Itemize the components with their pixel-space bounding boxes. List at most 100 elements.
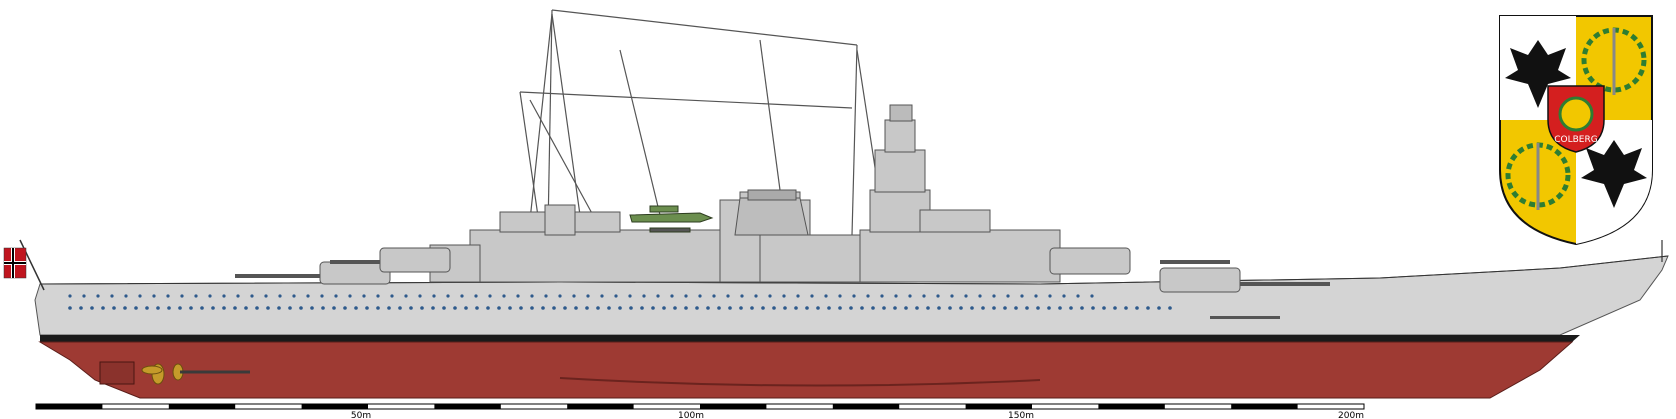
porthole [306,294,310,298]
turret-aft-2 [330,247,451,273]
porthole [728,306,732,310]
porthole [761,306,765,310]
porthole [334,294,338,298]
porthole [558,294,562,298]
porthole [662,306,666,310]
porthole [1036,306,1040,310]
scale-segment [965,404,1032,409]
porthole [418,294,422,298]
porthole [332,306,336,310]
porthole [1047,306,1051,310]
porthole [387,306,391,310]
eagle-icon [1505,40,1571,108]
porthole [348,294,352,298]
porthole [805,306,809,310]
porthole [880,294,884,298]
porthole [124,294,128,298]
porthole [964,294,968,298]
porthole [390,294,394,298]
porthole [1006,294,1010,298]
porthole [90,306,94,310]
porthole [607,306,611,310]
porthole [1102,306,1106,310]
porthole [684,294,688,298]
porthole [404,294,408,298]
porthole [1025,306,1029,310]
scale-segment [301,404,368,409]
porthole [950,294,954,298]
porthole [585,306,589,310]
porthole [596,306,600,310]
porthole [320,294,324,298]
porthole [278,294,282,298]
porthole [824,294,828,298]
scale-segment [832,404,900,409]
porthole [992,294,996,298]
porthole [101,306,105,310]
hull [34,255,1669,399]
porthole [628,294,632,298]
ensign-flag-icon [3,239,45,291]
funnel [734,197,809,236]
porthole [488,294,492,298]
porthole [233,306,237,310]
porthole [642,294,646,298]
porthole [849,306,853,310]
hull-antifouling [38,341,1574,399]
porthole [754,294,758,298]
porthole [255,306,259,310]
scale-segment [434,404,501,409]
porthole [816,306,820,310]
porthole [922,294,926,298]
porthole [739,306,743,310]
porthole [211,306,215,310]
porthole [138,294,142,298]
porthole [277,306,281,310]
porthole [442,306,446,310]
porthole [222,306,226,310]
porthole [208,294,212,298]
porthole [894,294,898,298]
superstructure [429,104,1061,283]
scale-segment [567,404,634,409]
porthole [68,294,72,298]
porthole [810,294,814,298]
porthole [310,306,314,310]
porthole [750,306,754,310]
porthole [362,294,366,298]
porthole [796,294,800,298]
porthole [110,294,114,298]
porthole [838,306,842,310]
porthole [981,306,985,310]
porthole [572,294,576,298]
porthole [502,294,506,298]
porthole [772,306,776,310]
crest-motto: COLBERG [1554,135,1597,145]
porthole [236,294,240,298]
porthole [782,294,786,298]
scale-segment [700,404,767,409]
porthole [178,306,182,310]
porthole [541,306,545,310]
porthole [464,306,468,310]
porthole [904,306,908,310]
porthole [166,294,170,298]
porthole [194,294,198,298]
porthole [486,306,490,310]
porthole [1014,306,1018,310]
porthole [453,306,457,310]
porthole [475,306,479,310]
porthole [222,294,226,298]
porthole [376,294,380,298]
porthole [717,306,721,310]
porthole [321,306,325,310]
porthole [1062,294,1066,298]
porthole [96,294,100,298]
porthole [712,294,716,298]
porthole [1020,294,1024,298]
porthole [1091,306,1095,310]
porthole [670,294,674,298]
porthole [145,306,149,310]
porthole [79,306,83,310]
